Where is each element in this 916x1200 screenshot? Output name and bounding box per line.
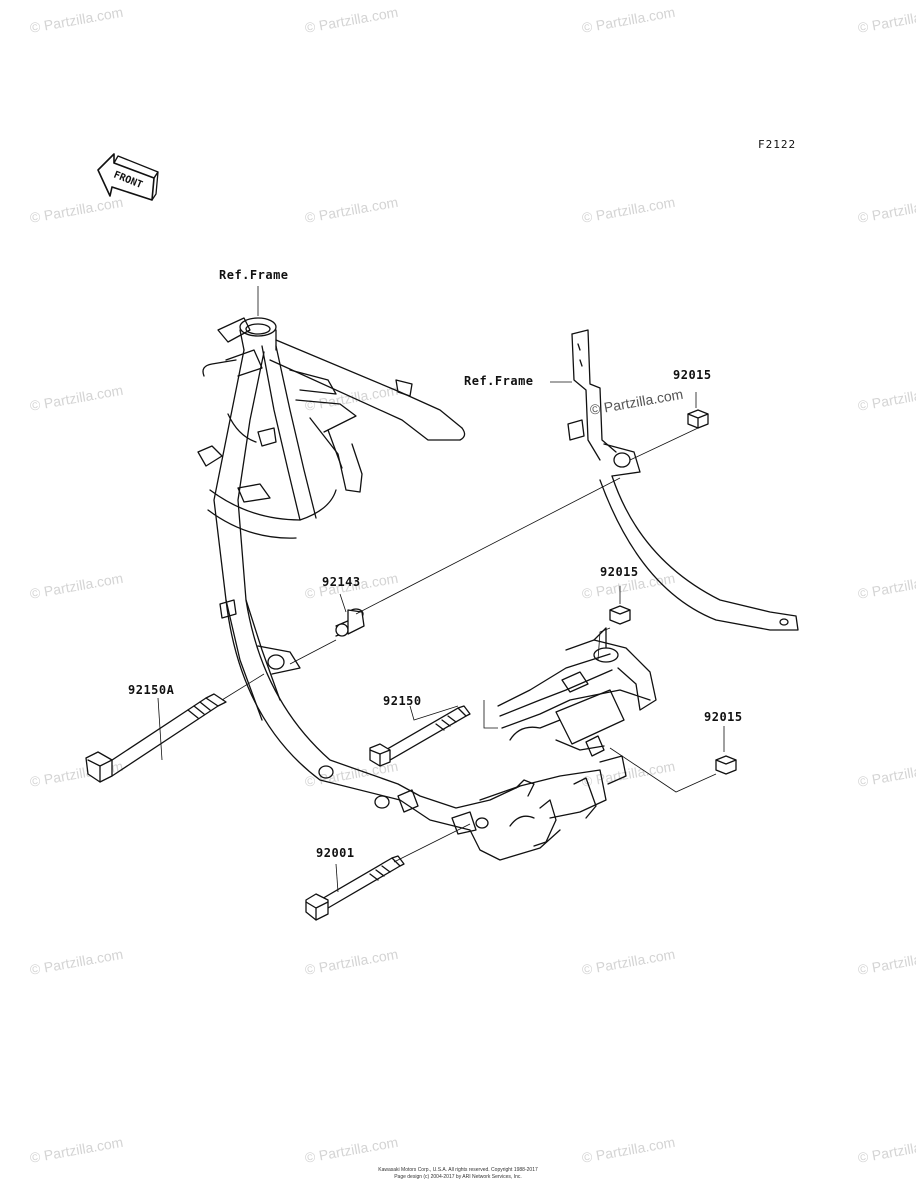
part-number-label[interactable]: 92015 [704,710,743,724]
copyright-line: Page design (c) 2004-2017 by ARI Network… [394,1174,522,1180]
part-number-label[interactable]: 92001 [316,846,355,860]
copyright-line: Kawasaki Motors Corp., U.S.A. All rights… [378,1167,538,1173]
part-number-label[interactable]: 92015 [673,368,712,382]
part-number-label[interactable]: 92015 [600,565,639,579]
ref-frame-label: Ref.Frame [464,374,534,388]
part-number-label[interactable]: 92150A [128,683,175,697]
diagram-code: F2122 [758,138,797,151]
front-arrow-icon [97,153,159,201]
part-number-label[interactable]: 92150 [383,694,422,708]
ref-frame-label: Ref.Frame [219,268,289,282]
part-number-label[interactable]: 92143 [322,575,361,589]
